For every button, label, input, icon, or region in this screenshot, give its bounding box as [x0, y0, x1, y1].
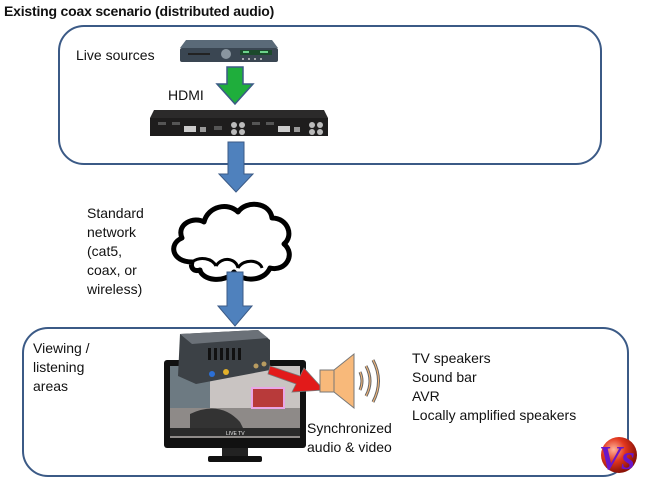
transmitter-device-icon	[150, 110, 328, 136]
viewing-areas-label: Viewing / listening areas	[33, 340, 90, 394]
output-item: Locally amplified speakers	[412, 407, 577, 423]
hdmi-arrow-icon	[215, 66, 255, 106]
live-sources-label: Live sources	[76, 47, 155, 63]
output-item: TV speakers	[412, 350, 491, 366]
sync-label: Synchronized audio & video	[307, 420, 392, 455]
diagram-title: Existing coax scenario (distributed audi…	[4, 3, 275, 19]
set-top-box-icon	[180, 40, 278, 62]
live-sources-box	[58, 25, 602, 165]
cloud-icon	[171, 201, 292, 282]
audio-output-arrow-icon	[267, 365, 325, 393]
tv-screen-text: LIVE TV	[226, 431, 245, 437]
output-item: Sound bar	[412, 369, 477, 385]
network-down-arrow-icon	[217, 141, 255, 193]
receiver-device-icon	[178, 330, 270, 384]
svg-text:Vs: Vs	[599, 440, 635, 477]
output-item: AVR	[412, 388, 440, 404]
output-list: TV speakers Sound bar AVR Locally amplif…	[412, 349, 576, 425]
hdmi-label: HDMI	[168, 87, 204, 103]
vs-logo-icon: Vs	[599, 437, 637, 477]
network-label: Standard network (cat5, coax, or wireles…	[87, 205, 144, 297]
viewing-areas-box	[22, 327, 629, 477]
speaker-icon	[319, 352, 380, 410]
area-down-arrow-icon	[216, 271, 254, 327]
